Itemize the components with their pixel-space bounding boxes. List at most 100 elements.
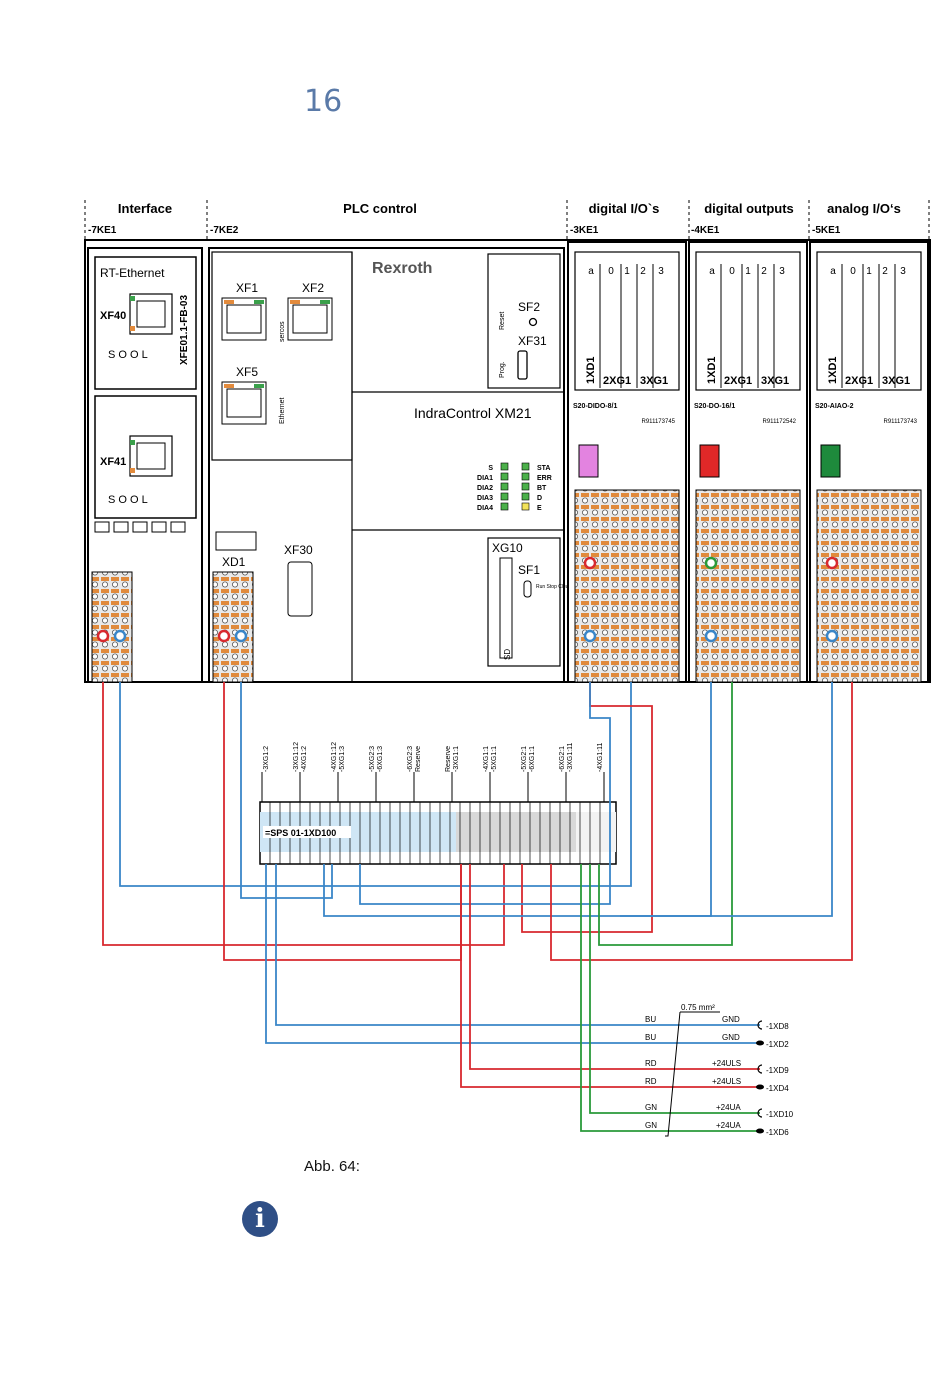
xg10-label: XG10 (492, 541, 523, 555)
slot-label: 1 (745, 266, 751, 277)
module-part: R911172542 (763, 419, 797, 425)
io-module-aiao: a 0 1 2 3 1XD1 2XG1 3XG1 S20-AIAO-2 R911… (809, 241, 929, 683)
sd-slot (499, 557, 513, 659)
dia-label: DIA1 (477, 475, 493, 482)
module-color-tag (820, 444, 841, 478)
wire-color-code: BU (645, 1015, 656, 1024)
terminal-label: -6XG2:3Reserve (407, 746, 422, 772)
figure-caption: Abb. 64: (304, 1158, 360, 1175)
plc-module: XF1 XF2 sercos XF5 Ethernet Rexroth SF2 … (208, 247, 571, 683)
signal-label: +24ULS (712, 1059, 741, 1068)
terminal-label: -3XG1:12-4XG1:2 (293, 742, 308, 772)
slot-label: a (709, 266, 715, 277)
slot-label: 3 (658, 266, 664, 277)
info-icon: i (242, 1201, 278, 1237)
slot-label: 2 (761, 266, 767, 277)
xf31-slot (517, 350, 528, 380)
signal-label: GND (722, 1015, 740, 1024)
connector-2xg1: 2XG1 (724, 375, 752, 387)
connector-2xg1: 2XG1 (603, 375, 631, 387)
reset-label: Reset (499, 312, 506, 330)
sd-label: SD (503, 649, 512, 660)
sercos-label: sercos (279, 321, 286, 342)
section-id-plc: -7KE2 (210, 225, 239, 236)
page-number: 16 (304, 84, 343, 119)
module-color-tag (699, 444, 720, 478)
connector-1xd1: 1XD1 (827, 356, 839, 384)
sf2-label: SF2 (518, 300, 540, 314)
interface-part-label: XFE01.1-FB-03 (179, 295, 190, 365)
section-title-analog-io: analog I/O‘s (827, 201, 901, 216)
brand-label: Rexroth (372, 260, 432, 277)
prog-label: Prog. (499, 361, 506, 378)
xd1-label: XD1 (222, 555, 246, 569)
slot-label: 1 (624, 266, 630, 277)
section-headings: Interface -7KE1 PLC control -7KE2 digita… (84, 200, 930, 240)
xf41-label: XF41 (100, 456, 126, 468)
section-id-analog-io: -5KE1 (812, 225, 841, 236)
module-name: S20-DO-16/1 (694, 403, 735, 410)
dia-leds: S DIA1 DIA2 DIA3 DIA4 STA ERR BT D E (477, 462, 552, 512)
dia-label: S (488, 465, 493, 472)
signal-label: +24UA (716, 1103, 741, 1112)
dia-label: DIA4 (477, 505, 493, 512)
xf40-label: XF40 (100, 310, 126, 322)
wire-color-code: GN (645, 1103, 657, 1112)
rt-ethernet-label: RT-Ethernet (100, 266, 165, 280)
plug-label: -1XD9 (766, 1066, 789, 1075)
wires (102, 682, 853, 1132)
sool-label-2: S O O L (108, 494, 148, 506)
terminal-label: -4XG1:1-5XG1:1 (483, 746, 498, 772)
slot-label: a (588, 266, 594, 277)
terminal-label: -6XG2:1-3XG1:11 (559, 742, 574, 772)
slot-label: 0 (850, 266, 856, 277)
section-title-interface: Interface (118, 201, 172, 216)
plug-label: -1XD2 (766, 1040, 789, 1049)
io-module-dido: a 0 1 2 3 1XD1 2XG1 3XG1 S20-DIDO-8/1 R9… (567, 241, 687, 683)
terminal-label: -3XG1:2 (263, 746, 270, 772)
xf31-label: XF31 (518, 334, 547, 348)
terminal-label: -4XG1:12-5XG1:3 (331, 742, 346, 772)
slot-label: 2 (640, 266, 646, 277)
wire-color-code: RD (645, 1077, 657, 1086)
status-label: STA (537, 465, 550, 472)
terminal-block-name: =SPS 01-1XD100 (265, 828, 336, 838)
terminal-label: -4XG1:11 (597, 742, 604, 772)
connector-3xg1: 3XG1 (640, 375, 668, 387)
connector-3xg1: 3XG1 (761, 375, 789, 387)
signal-label: +24UA (716, 1121, 741, 1130)
section-id-interface: -7KE1 (88, 225, 117, 236)
slot-label: 1 (866, 266, 872, 277)
wire-color-code: BU (645, 1033, 656, 1042)
signal-label: +24ULS (712, 1077, 741, 1086)
xf1-label: XF1 (236, 281, 258, 295)
status-label: ERR (537, 475, 552, 482)
xf2-label: XF2 (302, 281, 324, 295)
ethernet-label: Ethernet (279, 397, 286, 424)
module-part: R911173745 (642, 419, 676, 425)
module-color-tag (578, 444, 599, 478)
module-name: S20-AIAO-2 (815, 403, 854, 410)
plug-label: -1XD8 (766, 1022, 789, 1031)
interface-module: RT-Ethernet XF40 S O O L XFE01.1-FB-03 X… (87, 247, 203, 683)
status-label: E (537, 505, 542, 512)
connection-table: 0.75 mm² BU GND -1XD8 BU GND -1XD2 RD +2… (645, 1003, 794, 1137)
xf30-slot (287, 561, 313, 617)
slot-label: a (830, 266, 836, 277)
slot-label: 3 (900, 266, 906, 277)
plug-label: -1XD10 (766, 1110, 794, 1119)
signal-label: GND (722, 1033, 740, 1042)
plug-label: -1XD4 (766, 1084, 789, 1093)
status-label: BT (537, 485, 547, 492)
slot-label: 2 (882, 266, 888, 277)
sf1-switch (523, 580, 532, 598)
slot-label: 0 (729, 266, 735, 277)
wire-size-label: 0.75 mm² (681, 1003, 715, 1012)
section-title-digital-outputs: digital outputs (704, 201, 794, 216)
connector-1xd1: 1XD1 (585, 356, 597, 384)
terminal-block: -3XG1:2 -3XG1:12-4XG1:2 -4XG1:12-5XG1:3 … (259, 742, 617, 865)
connector-1xd1: 1XD1 (706, 356, 718, 384)
terminal-label: Reserve-3XG1:1 (445, 746, 460, 772)
plug-label: -1XD6 (766, 1128, 789, 1137)
terminal-label: -5XG2:1-6XG1:1 (521, 746, 536, 772)
